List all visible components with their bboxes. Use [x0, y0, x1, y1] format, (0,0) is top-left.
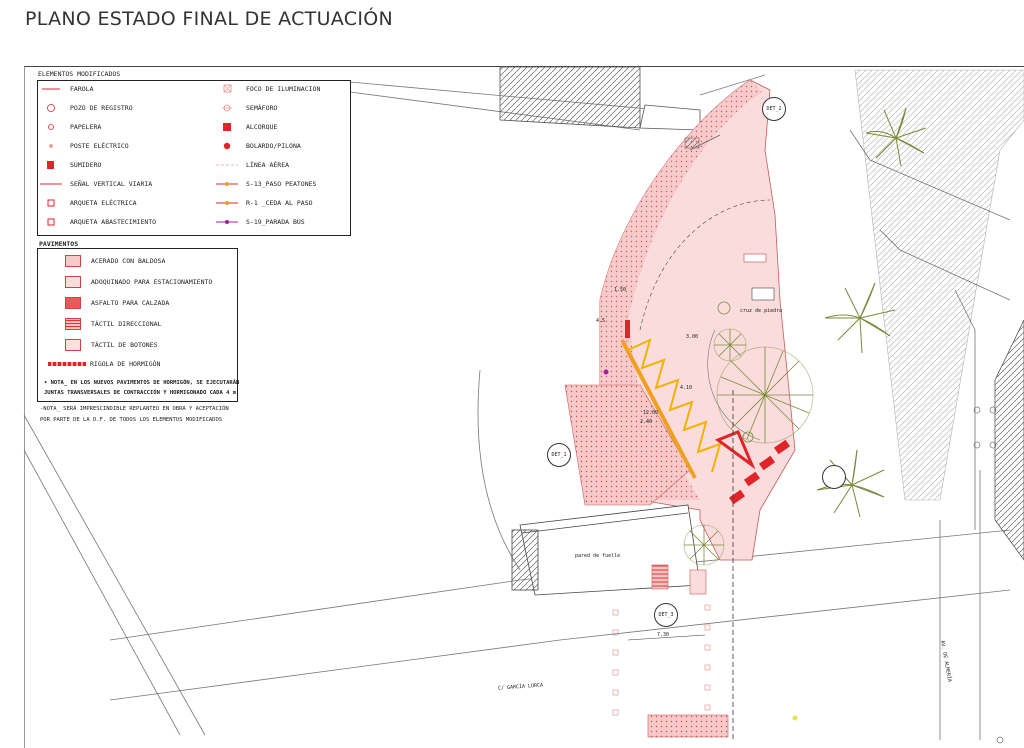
drain-icon — [40, 160, 62, 170]
pavement-item-tactile-btn: TÁCTIL DE BOTONES — [65, 339, 158, 351]
legend-item-pole: POSTE ELÉCTRICO — [40, 140, 129, 152]
plan-drawing-frame — [24, 66, 1024, 748]
legend-item-bin: PAPELERA — [40, 121, 101, 133]
zigzag-marking — [627, 338, 722, 473]
round-tree-group — [683, 301, 814, 566]
legend-item-road-sign: SEÑAL VERTICAL VIARIA — [40, 178, 152, 190]
page-title: PLANO ESTADO FINAL DE ACTUACIÓN — [25, 8, 393, 30]
hatched-strip-right — [854, 69, 1024, 501]
legend-item-bus-stop: S-19_PARADA BUS — [216, 216, 305, 228]
traffic-light-icon — [216, 103, 238, 113]
stone-cross-label: cruz de piedra — [740, 308, 783, 314]
spotlight-icon — [216, 84, 238, 94]
concrete-gutter-line — [620, 339, 697, 479]
tree-pit-icon — [216, 122, 238, 132]
pavement-item-asphalt: ASFALTO PARA CALZADA — [65, 297, 169, 309]
hatched-building-top — [499, 66, 641, 129]
legend-header: ELEMENTOS MODIFICADOS — [38, 70, 121, 78]
tactile-direction-swatch — [65, 318, 81, 330]
bus-stop-icon — [216, 217, 238, 227]
cobble-swatch — [65, 276, 81, 288]
water-box-icon — [40, 217, 62, 227]
pavement-item-tile: ACERADO CON BALDOSA — [65, 255, 165, 267]
legend-item-water-box: ARQUETA ABASTECIMIENTO — [40, 216, 156, 228]
aerial-line-icon — [216, 160, 238, 170]
dimension-1-50: 1.50 — [614, 287, 627, 293]
bus-stop-marker — [603, 369, 609, 375]
legend-item-yield: R-1 _CEDA AL PASO — [216, 197, 313, 209]
pavement-item-rigola: RIGOLA DE HORMIGÓN — [48, 358, 160, 370]
dimension-7-30: 7.30 — [657, 632, 670, 638]
dimension-3-00: 3.00 — [686, 334, 699, 340]
road-sign-icon — [40, 179, 62, 189]
rigola-swatch — [48, 362, 86, 366]
pavement-item-tactile-dir: TÁCTIL DIRECCIONAL — [65, 318, 161, 330]
tactile-red-marks — [728, 439, 791, 505]
dimension-12-00: 12.00 — [643, 410, 659, 416]
general-note-line2: POR PARTE DE LA D.F. DE TODOS LOS ELEMEN… — [40, 417, 223, 423]
detail-marker-1: DET_1 — [547, 443, 571, 467]
crosswalk-sign-icon — [216, 179, 238, 189]
building-label: pared de fuelle — [575, 553, 621, 559]
crossing-bollards — [612, 604, 711, 716]
electric-box-icon — [40, 198, 62, 208]
lower-sidewalk-patch — [647, 714, 729, 738]
tactile-button-swatch — [65, 339, 81, 351]
yield-triangle — [714, 430, 756, 470]
legend-item-aerial-line: LÍNEA AÉREA — [216, 159, 289, 171]
legend-item-crosswalk: S-13_PASO PEATONES — [216, 178, 316, 190]
legend-item-spotlight: FOCO DE ILUMINACION — [216, 83, 320, 95]
legend-item-traffic-light: SEMÁFORO — [216, 102, 277, 114]
hatched-building-right — [994, 319, 1024, 561]
legend-item-electric-box: ARQUETA ELÉCTRICA — [40, 197, 137, 209]
detail-marker-unlabeled — [822, 465, 846, 489]
general-note-line1: -NOTA_ SERÁ IMPRESCINDIBLE REPLANTEO EN … — [40, 406, 229, 412]
dimension-2-40: 2.40 — [640, 419, 653, 425]
detail-marker-3: DET_3 — [654, 603, 678, 627]
yield-sign-icon — [216, 198, 238, 208]
bin-icon — [40, 122, 62, 132]
detail-marker-2: DET_2 — [762, 97, 786, 121]
electric-pole-icon — [40, 141, 62, 151]
bollard-icon — [216, 141, 238, 151]
manhole-icon — [40, 103, 62, 113]
pavement-note-line1: • NOTA_ EN LOS NUEVOS PAVIMENTOS DE HORM… — [44, 380, 240, 386]
pavement-note-line2: JUNTAS TRANSVERSALES DE CONTRACCIÓN Y HO… — [44, 390, 240, 396]
pavement-item-cobble: ADOQUINADO PARA ESTACIONAMIENTO — [65, 276, 212, 288]
dimension-4-5: 4.5 — [596, 318, 606, 324]
legend-item-lamp: FAROLA — [40, 83, 93, 95]
lamp-icon — [40, 84, 62, 94]
pavements-header: PAVIMENTOS — [39, 240, 79, 248]
building-pared — [511, 504, 701, 596]
legend-item-drain: SUMIDERO — [40, 159, 101, 171]
legend-item-manhole: POZO DE REGISTRO — [40, 102, 133, 114]
stone-cross-base — [751, 287, 775, 301]
tile-swatch — [65, 255, 81, 267]
asphalt-swatch — [65, 297, 81, 309]
dimension-4-10: 4.10 — [680, 385, 693, 391]
legend-item-tree-pit: ALCORQUE — [216, 121, 277, 133]
legend-item-bollard: BOLARDO/PILONA — [216, 140, 301, 152]
tile-sidewalk-lower — [564, 384, 691, 506]
legend-elements-box — [37, 80, 351, 236]
